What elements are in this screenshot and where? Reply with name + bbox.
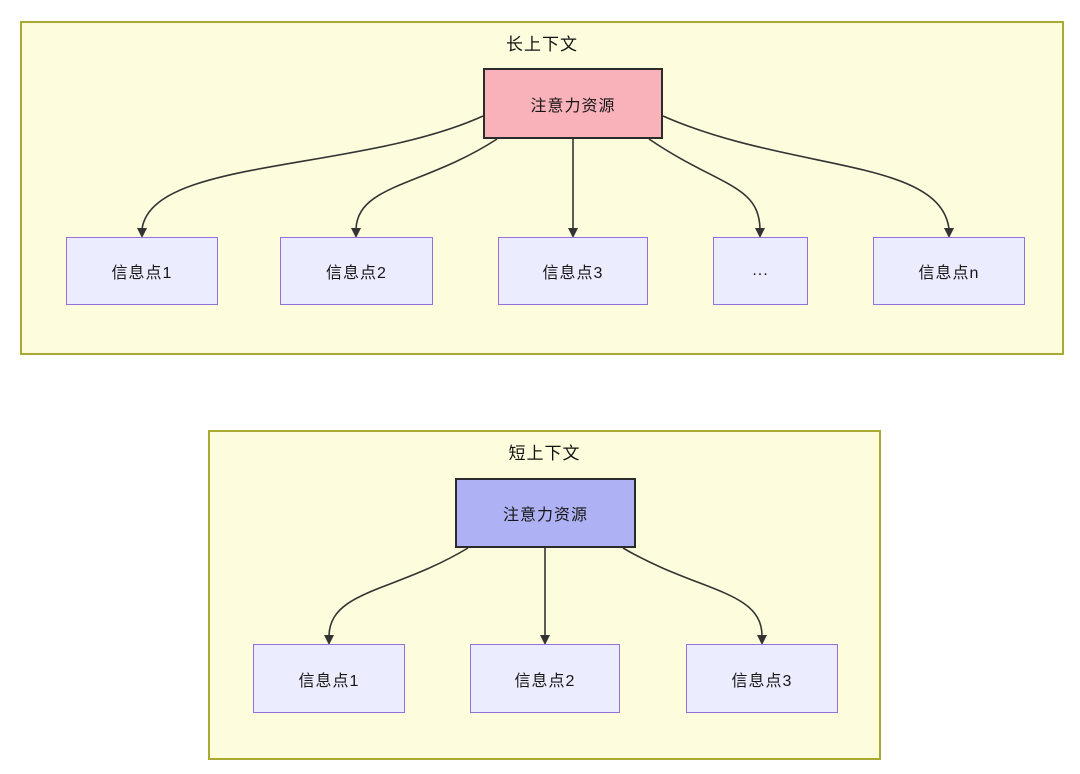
long-attention-label: 注意力资源 bbox=[530, 97, 616, 115]
long-attention-resource-node: 注意力资源 bbox=[483, 68, 663, 139]
short-attention-resource-node: 注意力资源 bbox=[455, 478, 636, 548]
long-info-node-1: 信息点1 bbox=[66, 237, 218, 305]
long-context-title: 长上下文 bbox=[506, 35, 578, 54]
short-context-title: 短上下文 bbox=[508, 444, 581, 463]
long-info-node-2: 信息点2 bbox=[280, 237, 433, 305]
long-info-label-ellipsis: ... bbox=[752, 262, 769, 279]
long-info-node-3: 信息点3 bbox=[498, 237, 648, 305]
long-info-label-2: 信息点2 bbox=[326, 265, 387, 282]
long-info-node-n: 信息点n bbox=[873, 237, 1025, 305]
short-info-label-3: 信息点3 bbox=[731, 672, 793, 690]
short-info-label-1: 信息点1 bbox=[298, 672, 360, 690]
long-info-node-ellipsis: ... bbox=[713, 237, 808, 305]
short-info-label-2: 信息点2 bbox=[514, 672, 576, 690]
short-info-node-2: 信息点2 bbox=[470, 644, 620, 713]
short-info-node-1: 信息点1 bbox=[253, 644, 405, 713]
long-info-label-n: 信息点n bbox=[918, 265, 980, 282]
short-attention-label: 注意力资源 bbox=[502, 507, 588, 524]
short-info-node-3: 信息点3 bbox=[686, 644, 838, 713]
long-info-label-3: 信息点3 bbox=[542, 265, 604, 282]
long-info-label-1: 信息点1 bbox=[111, 265, 173, 282]
